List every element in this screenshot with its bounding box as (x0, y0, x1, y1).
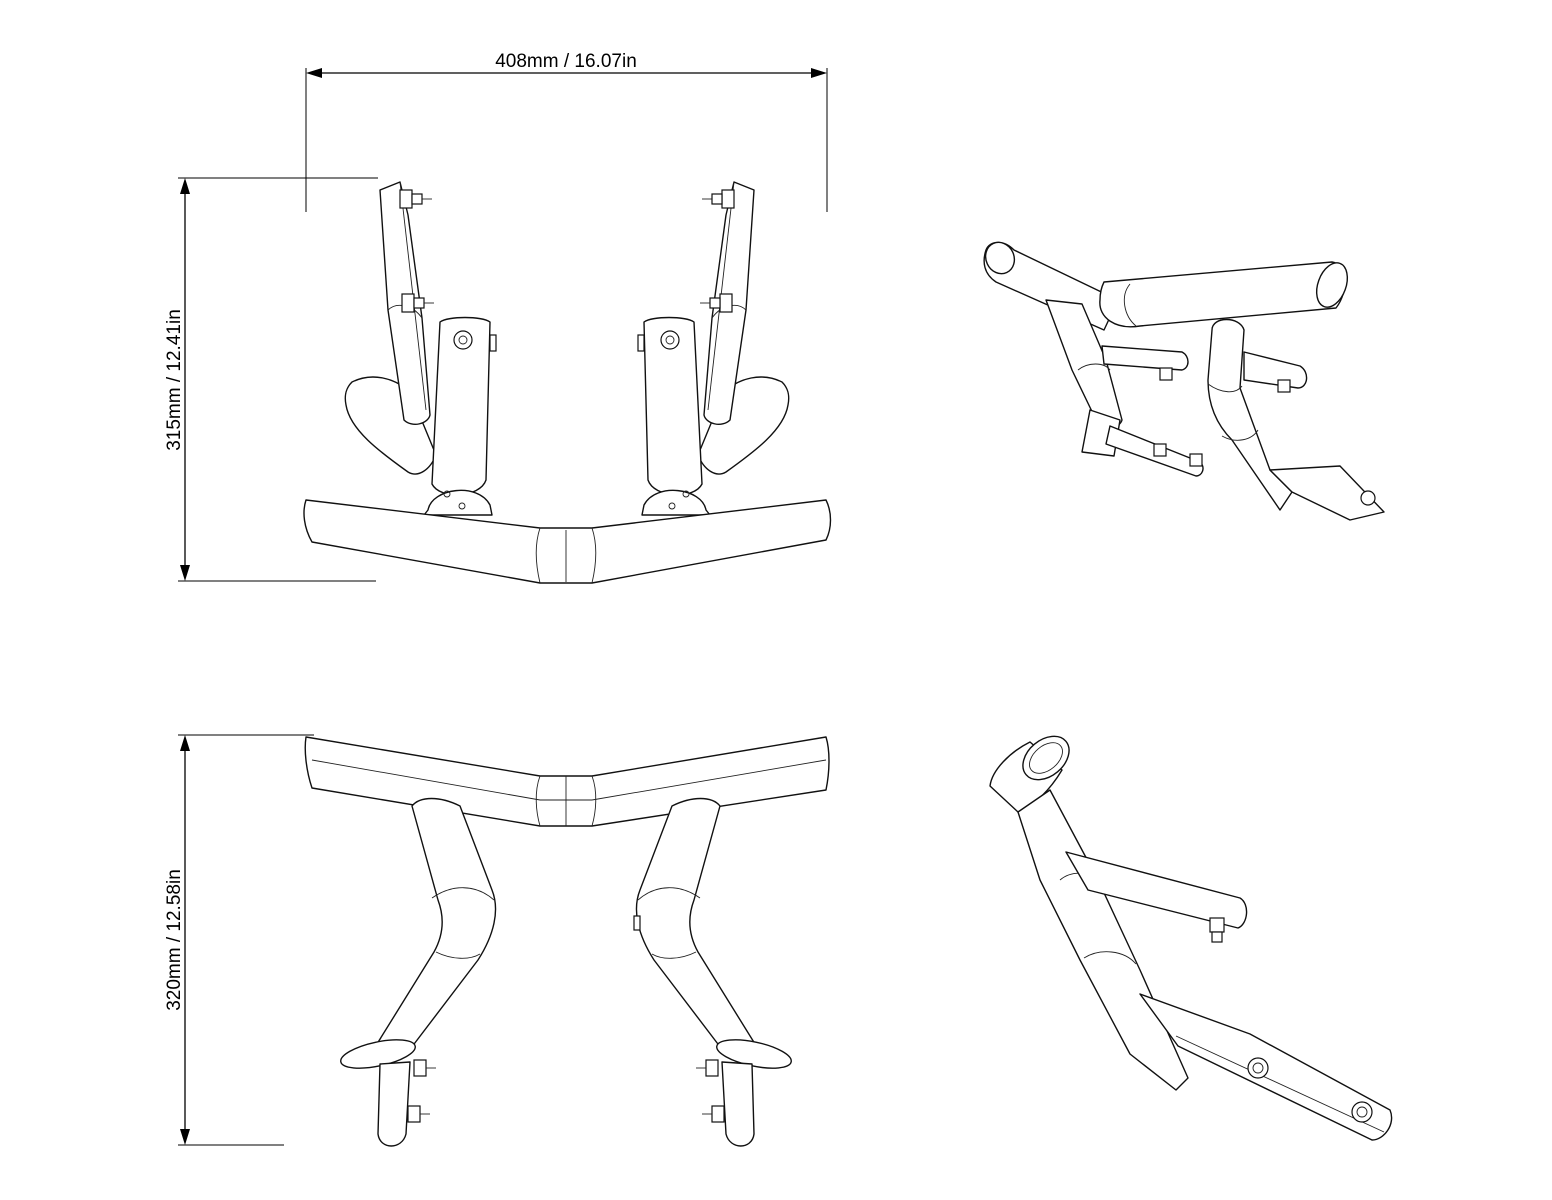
top-left-stub (377, 1061, 411, 1147)
left-lower-bolt-icon (401, 293, 434, 313)
iso-a-plate-bolt-icon (1360, 490, 1376, 506)
isometric-view-a (983, 241, 1385, 521)
iso-a-middle-bolt-icon (1159, 367, 1173, 381)
front-crossbar (303, 499, 832, 584)
top-left-tube (371, 797, 497, 1062)
iso-b-plate-bolt-upper-icon (1247, 1057, 1269, 1079)
iso-b-main-tube (1017, 789, 1189, 1091)
iso-a-middle-arm (1101, 345, 1189, 371)
iso-a-left-bolt-icon (1153, 443, 1203, 467)
iso-a-right-bar (1099, 261, 1346, 328)
isometric-view-b (989, 735, 1393, 1141)
height-bottom-dimension-label: 320mm / 12.58in (164, 869, 185, 1011)
top-right-bolt-icon (696, 1059, 725, 1123)
left-upper-bolt-icon (399, 189, 432, 209)
right-upper-bolt-icon (702, 189, 735, 209)
left-tube-foot (423, 489, 493, 516)
iso-b-plate-bolt-lower-icon (1351, 1101, 1373, 1123)
iso-a-right-plate (1269, 465, 1385, 521)
left-vertical-tube (431, 316, 491, 496)
top-left-bolt-icon (407, 1059, 436, 1123)
iso-b-cross-arm (1065, 851, 1248, 929)
iso-a-right-down-tube (1207, 318, 1293, 511)
top-crossbar (304, 736, 830, 827)
iso-a-right-bolt-icon (1277, 379, 1291, 393)
right-vertical-tube (643, 316, 703, 496)
right-lower-bolt-icon (700, 293, 733, 313)
top-right-stub (721, 1061, 755, 1147)
right-tube-foot (641, 489, 711, 516)
front-view (303, 181, 832, 584)
top-view (304, 736, 830, 1147)
height-top-dimension-label: 315mm / 12.41in (164, 309, 185, 451)
width-dimension: 408mm / 16.07in (305, 51, 828, 212)
height-bottom-dimension: 320mm / 12.58in (164, 734, 314, 1146)
width-dimension-label: 408mm / 16.07in (495, 51, 637, 72)
iso-a-right-arm (1243, 351, 1308, 389)
height-top-dimension: 315mm / 12.41in (164, 177, 378, 582)
iso-b-arm-bolt-icon (1209, 917, 1225, 943)
top-right-tube (635, 797, 761, 1062)
